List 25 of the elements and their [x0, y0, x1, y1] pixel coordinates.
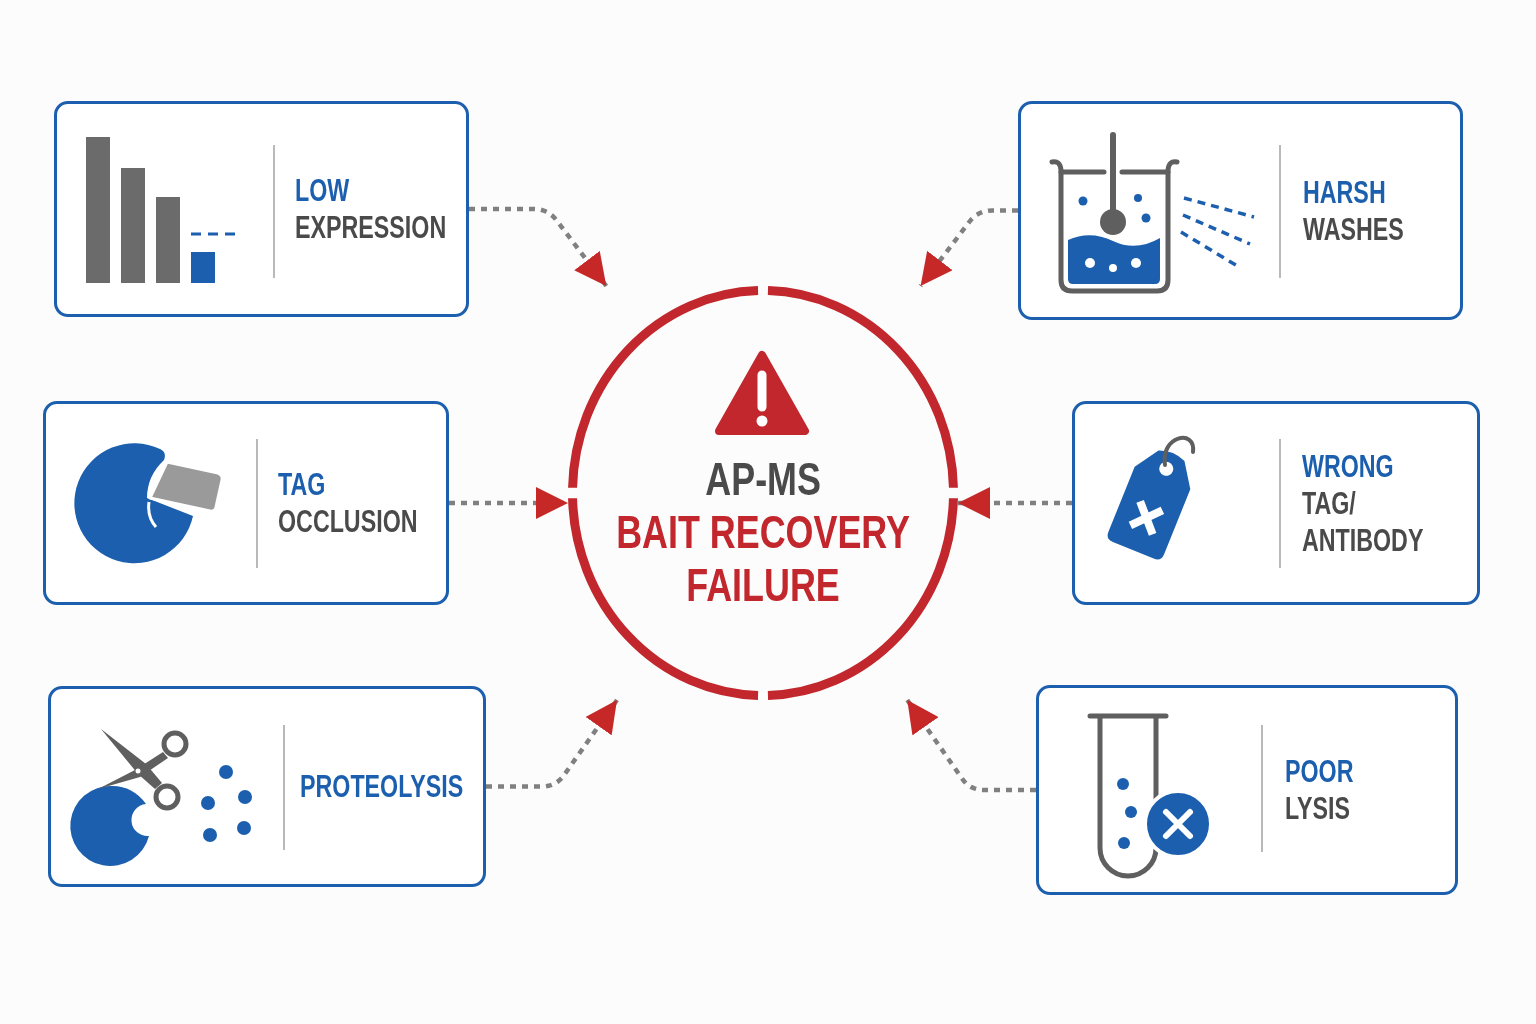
cause-title: TAG	[278, 466, 326, 503]
dotted-arrow	[905, 698, 1036, 793]
cause-title: PROTEOLYSIS	[300, 768, 464, 805]
cause-subtitle: EXPRESSION	[295, 209, 447, 246]
cause-subtitle: WASHES	[1303, 210, 1404, 248]
cause-card	[48, 686, 486, 887]
dotted-arrow	[486, 698, 619, 789]
cause-subtitle: OCCLUSION	[278, 503, 418, 540]
cause-card	[1018, 101, 1463, 320]
cause-title: HARSH	[1303, 173, 1386, 211]
cause-title: LOW	[295, 172, 350, 209]
dotted-arrow	[918, 208, 1018, 288]
cause-subtitle: LYSIS	[1285, 790, 1351, 827]
cause-card	[1072, 401, 1480, 605]
dotted-arrow	[958, 487, 1072, 519]
cause-card	[54, 101, 469, 317]
hub-heading: AP-MS	[705, 453, 821, 506]
cause-subtitle: TAG/ ANTIBODY	[1302, 484, 1425, 559]
cause-card	[1036, 685, 1458, 895]
dotted-arrow	[469, 206, 609, 288]
dotted-arrow	[449, 487, 568, 519]
cause-card	[43, 401, 449, 605]
cause-title: POOR	[1285, 753, 1354, 790]
hub-title: BAIT RECOVERY FAILURE	[615, 506, 911, 612]
cause-title: WRONG	[1302, 447, 1394, 485]
